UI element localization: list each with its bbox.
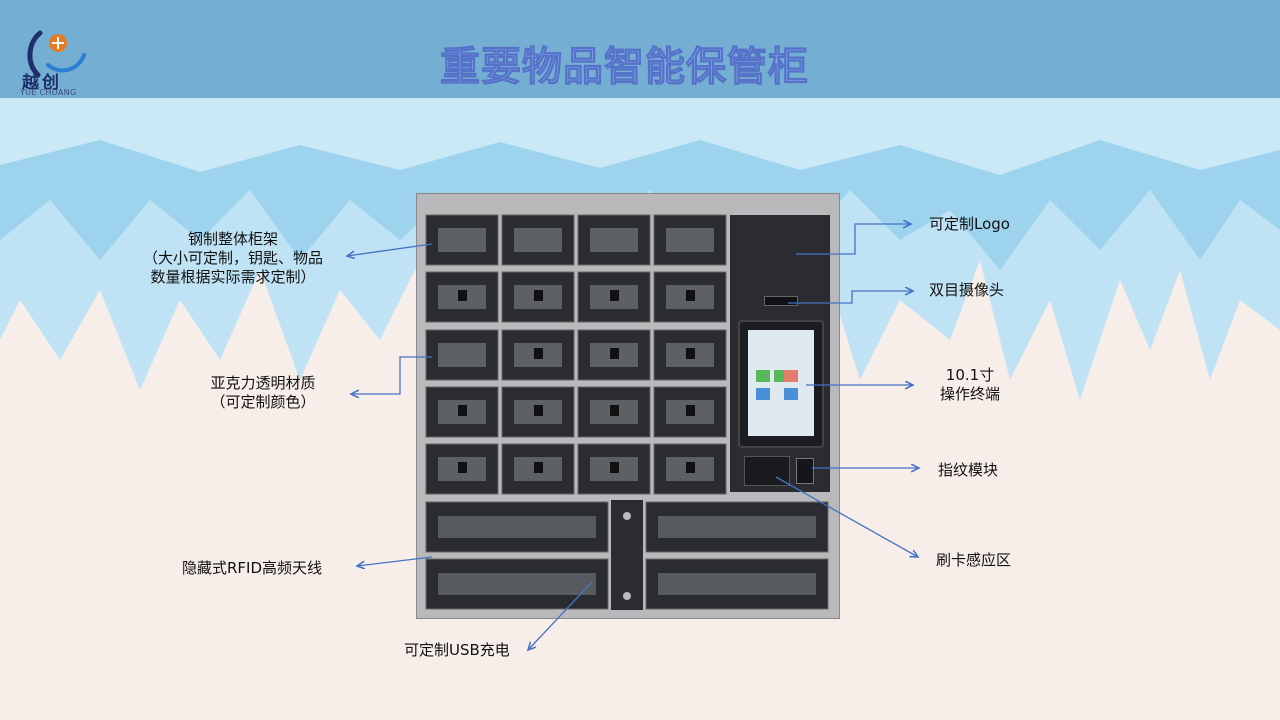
binocular-camera [764, 296, 798, 306]
logo-english-text: YUE CHUANG [20, 88, 77, 97]
company-logo-icon [27, 30, 86, 78]
label-acrylic-line2: （可定制颜色） [210, 393, 316, 411]
label-rfid: 隐藏式RFID高频天线 [182, 559, 323, 577]
label-logo: 可定制Logo [929, 215, 1010, 233]
label-usb: 可定制USB充电 [404, 641, 510, 659]
terminal-screen [738, 320, 824, 448]
label-terminal-line2: 操作终端 [939, 385, 1000, 403]
label-steel-frame-line1: 钢制整体柜架 [187, 230, 278, 248]
label-acrylic-line1: 亚克力透明材质 [210, 374, 316, 392]
logo-chinese-text: 越创 [22, 73, 62, 93]
label-acrylic: 亚克力透明材质 （可定制颜色） [200, 374, 326, 412]
logo-panel [730, 215, 830, 255]
terminal-display [748, 330, 814, 436]
page-title: 重要物品智能保管柜 [440, 44, 809, 91]
label-steel-frame-line3: 数量根据实际需求定制） [150, 268, 316, 286]
header-bar [0, 0, 1280, 98]
label-terminal: 10.1寸 操作终端 [932, 366, 1008, 404]
fingerprint-sensor [796, 458, 814, 484]
label-terminal-line1: 10.1寸 [945, 366, 995, 384]
label-steel-frame: 钢制整体柜架 （大小可定制，钥匙、物品 数量根据实际需求定制） [138, 230, 328, 287]
card-reader [744, 456, 790, 486]
label-card: 刷卡感应区 [936, 551, 1012, 569]
label-steel-frame-line2: （大小可定制，钥匙、物品 [142, 249, 323, 267]
label-fingerprint: 指纹模块 [938, 461, 999, 479]
label-camera: 双目摄像头 [929, 281, 1005, 299]
